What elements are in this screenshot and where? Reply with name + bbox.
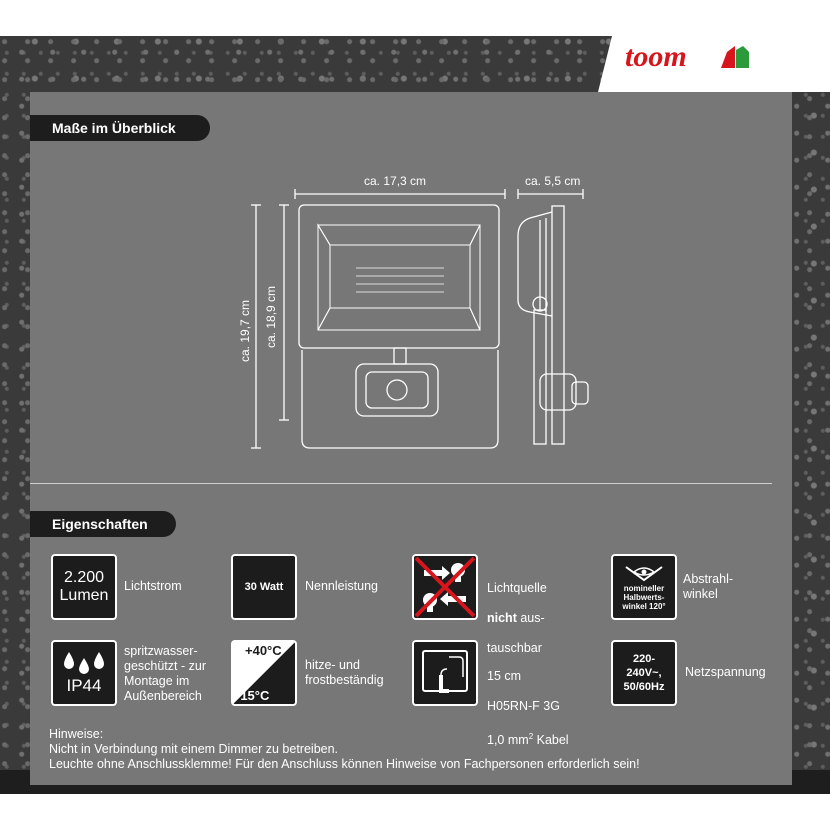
beam-angle-icon: nomineller Halbwerts- winkel 120° bbox=[611, 554, 677, 620]
ip44-icon: IP44 bbox=[51, 640, 117, 706]
dimension-height-total: ca. 19,7 cm bbox=[238, 299, 252, 362]
toom-logo-text: toom bbox=[625, 40, 687, 73]
dimension-height-body: ca. 18,9 cm bbox=[264, 285, 278, 348]
section-divider bbox=[30, 483, 772, 484]
feature-label-cable: 15 cm H05RN-F 3G 1,0 mm2 Kabel bbox=[487, 669, 569, 748]
voltage-icon: 220- 240V~, 50/60Hz bbox=[611, 640, 677, 706]
toom-logo-icon bbox=[721, 46, 749, 68]
dimension-depth: ca. 5,5 cm bbox=[525, 174, 581, 188]
ip44-text: IP44 bbox=[66, 676, 102, 695]
logo-area bbox=[598, 36, 830, 92]
light-source-icon bbox=[412, 554, 478, 620]
lumen-value: 2.200 bbox=[63, 569, 105, 586]
cable-icon bbox=[412, 640, 478, 706]
section-title-measurements: Maße im Überblick bbox=[30, 115, 210, 141]
feature-label-voltage: Netzspannung bbox=[685, 665, 766, 679]
dimension-width: ca. 17,3 cm bbox=[364, 174, 427, 188]
section-title-properties: Eigenschaften bbox=[30, 511, 176, 537]
feature-label-power: Nennleistung bbox=[305, 579, 378, 593]
feature-label-beam-angle: Abstrahl- winkel bbox=[683, 572, 734, 601]
watt-icon: 30 Watt bbox=[231, 554, 297, 620]
feature-label-temperature: hitze- und frostbeständig bbox=[305, 658, 384, 687]
notes-block: Hinweise: Nicht in Verbindung mit einem … bbox=[49, 727, 640, 772]
notes-title: Hinweise: bbox=[49, 727, 104, 741]
lumen-icon: 2.200 Lumen bbox=[51, 554, 117, 620]
feature-label-splash-proof: spritzwasser- geschützt - zur Montage im… bbox=[124, 644, 206, 703]
notes-line-2: Leuchte ohne Anschlussklemme! Für den An… bbox=[49, 757, 640, 771]
voltage-text: 220- 240V~, 50/60Hz bbox=[623, 653, 665, 693]
water-drops-icon bbox=[64, 652, 104, 674]
watt-value: 30 Watt bbox=[244, 581, 284, 593]
floodlight-drawing bbox=[251, 189, 589, 449]
feature-label-light-source: Lichtquelle nicht aus- tauschbar bbox=[487, 581, 547, 655]
feature-label-luminous-flux: Lichtstrom bbox=[124, 579, 182, 593]
lumen-unit: Lumen bbox=[59, 587, 109, 604]
temperature-icon: +40°C -15°C bbox=[231, 640, 297, 706]
eye-icon bbox=[625, 565, 663, 581]
beam-angle-text: nomineller Halbwerts- winkel 120° bbox=[622, 583, 666, 611]
temp-cold-text: -15°C bbox=[236, 688, 270, 703]
temp-hot-text: +40°C bbox=[245, 643, 282, 658]
cable-drawing bbox=[422, 650, 468, 693]
notes-line-1: Nicht in Verbindung mit einem Dimmer zu … bbox=[49, 742, 339, 756]
